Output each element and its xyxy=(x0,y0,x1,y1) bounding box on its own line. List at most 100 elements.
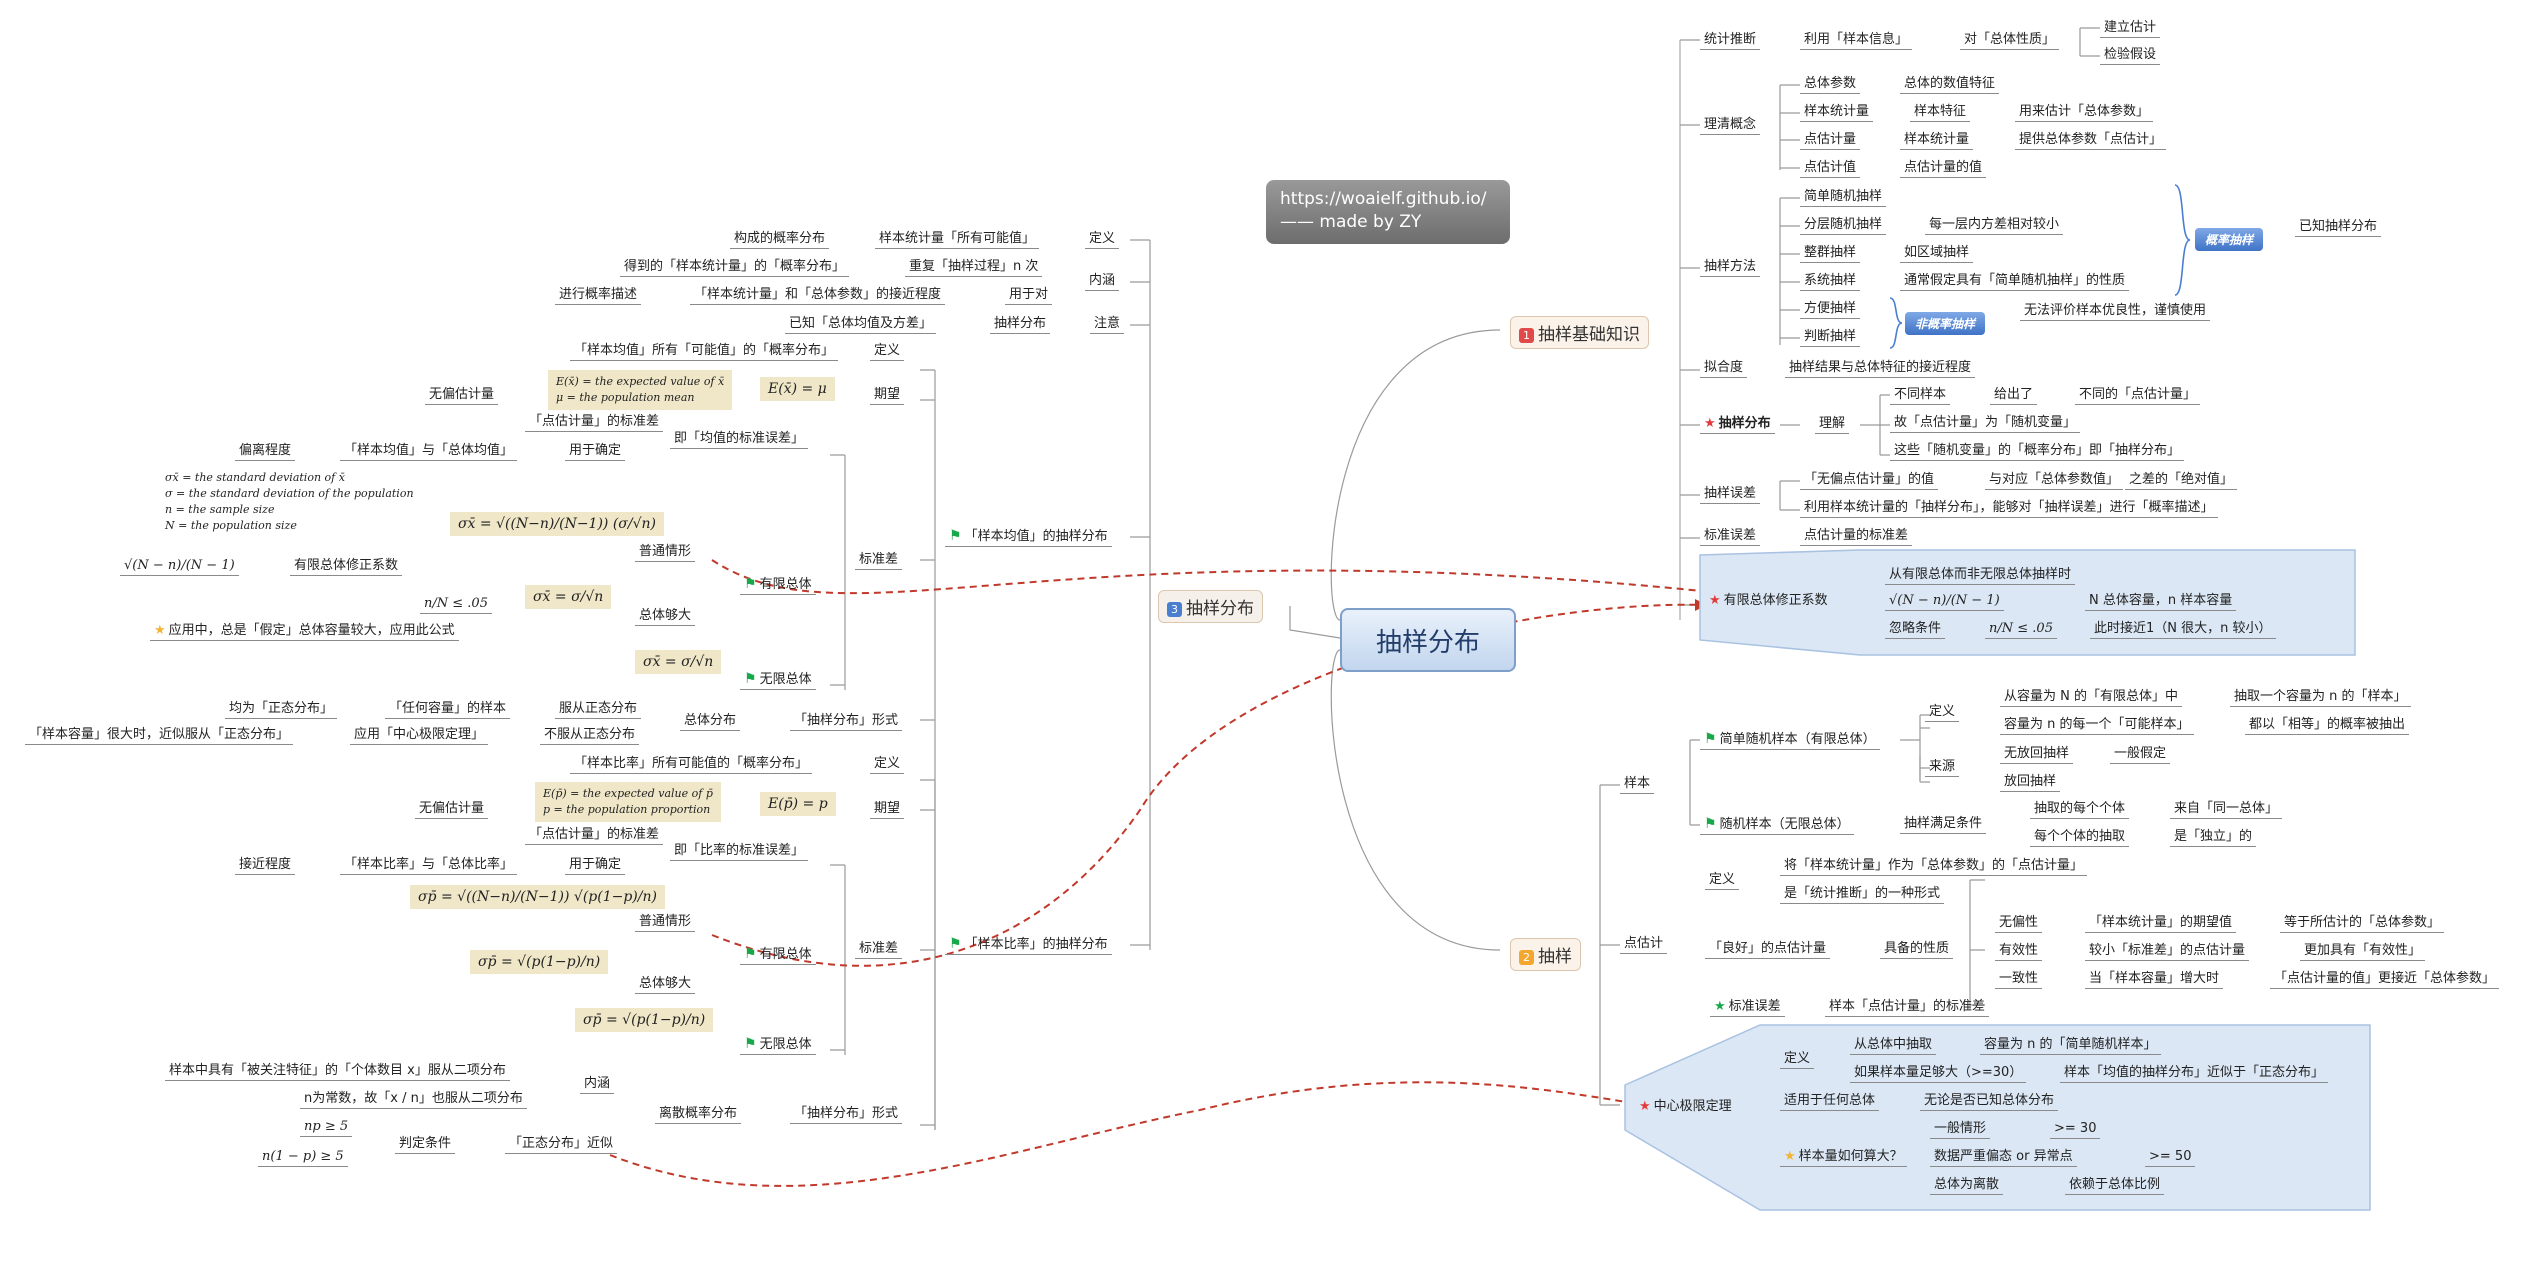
node[interactable]: 「任何容量」的样本 xyxy=(385,700,511,719)
node[interactable]: N 总体容量，n 样本容量 xyxy=(2085,592,2237,611)
node[interactable]: 理解 xyxy=(1815,415,1850,434)
node[interactable]: 数据严重偏态 or 异常点 xyxy=(1930,1148,2077,1167)
node[interactable]: 点估计量 xyxy=(1800,131,1861,150)
node[interactable]: 重复「抽样过程」n 次 xyxy=(905,258,1043,277)
node[interactable]: 总体分布 xyxy=(680,712,741,731)
node[interactable]: 内涵 xyxy=(1085,272,1120,291)
node[interactable]: 抽样满足条件 xyxy=(1900,815,1987,834)
formula-se-large-proportion[interactable]: σp̄ = √(p(1−p)/n) xyxy=(470,950,609,974)
node[interactable]: 每一层内方差相对较小 xyxy=(1925,216,2064,235)
formula-expectation-proportion[interactable]: E(p̄) = p xyxy=(760,792,836,816)
root-topic[interactable]: 抽样分布 xyxy=(1340,608,1516,672)
node[interactable]: 「样本统计量」和「总体参数」的接近程度 xyxy=(690,286,946,305)
node[interactable]: 从容量为 N 的「有限总体」中 xyxy=(2000,688,2182,707)
node[interactable]: 利用「样本信息」 xyxy=(1800,31,1913,50)
node[interactable]: 适用于任何总体 xyxy=(1780,1092,1880,1111)
node[interactable]: 服从正态分布 xyxy=(555,700,642,719)
node[interactable]: 简单随机抽样 xyxy=(1800,188,1887,207)
node[interactable]: 用于对 xyxy=(1005,286,1053,305)
node[interactable]: 用来估计「总体参数」 xyxy=(2015,103,2154,122)
node[interactable]: 整群抽样 xyxy=(1800,244,1861,263)
formula-n-one-minus-p[interactable]: n(1 − p) ≥ 5 xyxy=(258,1148,348,1167)
node[interactable]: 将「样本统计量」作为「总体参数」的「点估计量」 xyxy=(1780,857,2088,876)
node[interactable]: 对「总体性质」 xyxy=(1960,31,2060,50)
node[interactable]: 「样本统计量」的期望值 xyxy=(2085,914,2237,933)
formula-fpc[interactable]: √(N − n)/(N − 1) xyxy=(1885,592,2004,611)
node[interactable]: 等于所估计的「总体参数」 xyxy=(2280,914,2445,933)
node[interactable]: 从有限总体而非无限总体抽样时 xyxy=(1885,566,2076,585)
node[interactable]: 「良好」的点估计量 xyxy=(1705,940,1831,959)
node-mean-distribution[interactable]: 「样本均值」的抽样分布 xyxy=(945,527,1112,547)
node[interactable]: 当「样本容量」增大时 xyxy=(2085,970,2224,989)
formula-legend-proportion[interactable]: E(p̄) = the expected value of p̄ p = the… xyxy=(535,782,721,822)
node[interactable]: 标准误差 xyxy=(1710,998,1785,1017)
formula-fpc-left[interactable]: √(N − n)/(N − 1) xyxy=(120,557,239,576)
node[interactable]: 抽样分布 xyxy=(990,315,1051,334)
node-fpc[interactable]: 有限总体修正系数 xyxy=(1705,592,1832,610)
node[interactable]: 标准差 xyxy=(855,551,903,570)
node[interactable]: 无偏估计量 xyxy=(415,800,489,819)
node[interactable]: 是「统计推断」的一种形式 xyxy=(1780,885,1945,904)
node-point-estimate[interactable]: 点估计 xyxy=(1620,935,1668,954)
node[interactable]: 分层随机抽样 xyxy=(1800,216,1887,235)
node[interactable]: 「点估计量」的标准差 xyxy=(525,826,664,845)
node[interactable]: 已知抽样分布 xyxy=(2295,218,2382,237)
node[interactable]: 点估计量的值 xyxy=(1900,159,1987,178)
node-sampling-error[interactable]: 抽样误差 xyxy=(1700,485,1761,504)
node[interactable]: 来源 xyxy=(1925,758,1960,777)
node[interactable]: 「样本容量」很大时，近似服从「正态分布」 xyxy=(25,726,294,745)
formula-se-large[interactable]: σx̄ = σ/√n xyxy=(525,585,612,609)
node[interactable]: 「点估计量的值」更接近「总体参数」 xyxy=(2270,970,2500,989)
label-nonprobability-sampling[interactable]: 非概率抽样 xyxy=(1905,312,1986,335)
node[interactable]: 这些「随机变量」的「概率分布」即「抽样分布」 xyxy=(1890,442,2185,461)
node[interactable]: 样本统计量「所有可能值」 xyxy=(875,230,1040,249)
node[interactable]: 普通情形 xyxy=(635,913,696,932)
node[interactable]: 不服从正态分布 xyxy=(540,726,640,745)
node[interactable]: 样本中具有「被关注特征」的「个体数目 x」服从二项分布 xyxy=(165,1062,510,1081)
node[interactable]: 已知「总体均值及方差」 xyxy=(785,315,937,334)
formula-se-finite[interactable]: σx̄ = √((N−n)/(N−1)) (σ/√n) xyxy=(450,512,664,536)
node[interactable]: 通常假定具有「简单随机抽样」的性质 xyxy=(1900,272,2130,291)
node[interactable]: 点估计值 xyxy=(1800,159,1861,178)
node-standard-error[interactable]: 标准误差 xyxy=(1700,527,1761,546)
node[interactable]: 放回抽样 xyxy=(2000,773,2061,792)
node[interactable]: 利用样本统计量的「抽样分布」，能够对「抽样误差」进行「概率描述」 xyxy=(1800,499,2218,518)
node[interactable]: 定义 xyxy=(1085,230,1120,249)
node[interactable]: 「样本比率」所有可能值的「概率分布」 xyxy=(570,755,813,774)
node[interactable]: 总体为离散 xyxy=(1930,1176,2004,1195)
node[interactable]: 离散概率分布 xyxy=(655,1105,742,1124)
formula-ratio-condition[interactable]: n/N ≤ .05 xyxy=(420,595,492,614)
node[interactable]: 应用中，总是「假定」总体容量较大，应用此公式 xyxy=(150,622,459,641)
node[interactable]: 应用「中心极限定理」 xyxy=(350,726,489,745)
node[interactable]: 「样本均值」与「总体均值」 xyxy=(340,442,518,461)
node-concepts[interactable]: 理清概念 xyxy=(1700,116,1761,135)
node[interactable]: 注意 xyxy=(1090,315,1125,334)
node[interactable]: 无偏性 xyxy=(1995,914,2043,933)
node[interactable]: 无法评价样本优良性，谨慎使用 xyxy=(2020,302,2211,321)
node[interactable]: 定义 xyxy=(1780,1050,1815,1069)
node[interactable]: 无放回抽样 xyxy=(2000,745,2074,764)
node[interactable]: 之差的「绝对值」 xyxy=(2125,471,2238,490)
node[interactable]: 样本统计量 xyxy=(1800,103,1874,122)
node[interactable]: 「点估计量」的标准差 xyxy=(525,413,664,432)
formula-np[interactable]: np ≥ 5 xyxy=(300,1118,353,1137)
node[interactable]: >= 50 xyxy=(2145,1148,2196,1167)
node[interactable]: 「样本比率」与「总体比率」 xyxy=(340,856,518,875)
node[interactable]: 检验假设 xyxy=(2100,46,2161,65)
node[interactable]: 一致性 xyxy=(1995,970,2043,989)
node[interactable]: 接近程度 xyxy=(235,856,296,875)
node[interactable]: 定义 xyxy=(870,342,905,361)
node[interactable]: 抽样结果与总体特征的接近程度 xyxy=(1785,359,1976,378)
node[interactable]: 总体的数值特征 xyxy=(1900,75,2000,94)
node[interactable]: 得到的「样本统计量」的「概率分布」 xyxy=(620,258,850,277)
node[interactable]: 较小「标准差」的点估计量 xyxy=(2085,942,2250,961)
formula-se-finite-proportion[interactable]: σp̄ = √((N−n)/(N−1)) √(p(1−p)/n) xyxy=(410,885,665,909)
node[interactable]: 用于确定 xyxy=(565,856,626,875)
node[interactable]: 样本「点估计量」的标准差 xyxy=(1825,998,1990,1017)
node[interactable]: 容量为 n 的「简单随机样本」 xyxy=(1980,1036,2161,1055)
node[interactable]: 与对应「总体参数值」 xyxy=(1985,471,2124,490)
node[interactable]: 容量为 n 的每一个「可能样本」 xyxy=(2000,716,2194,735)
node[interactable]: 依赖于总体比例 xyxy=(2065,1176,2165,1195)
node-sample[interactable]: 样本 xyxy=(1620,775,1655,794)
